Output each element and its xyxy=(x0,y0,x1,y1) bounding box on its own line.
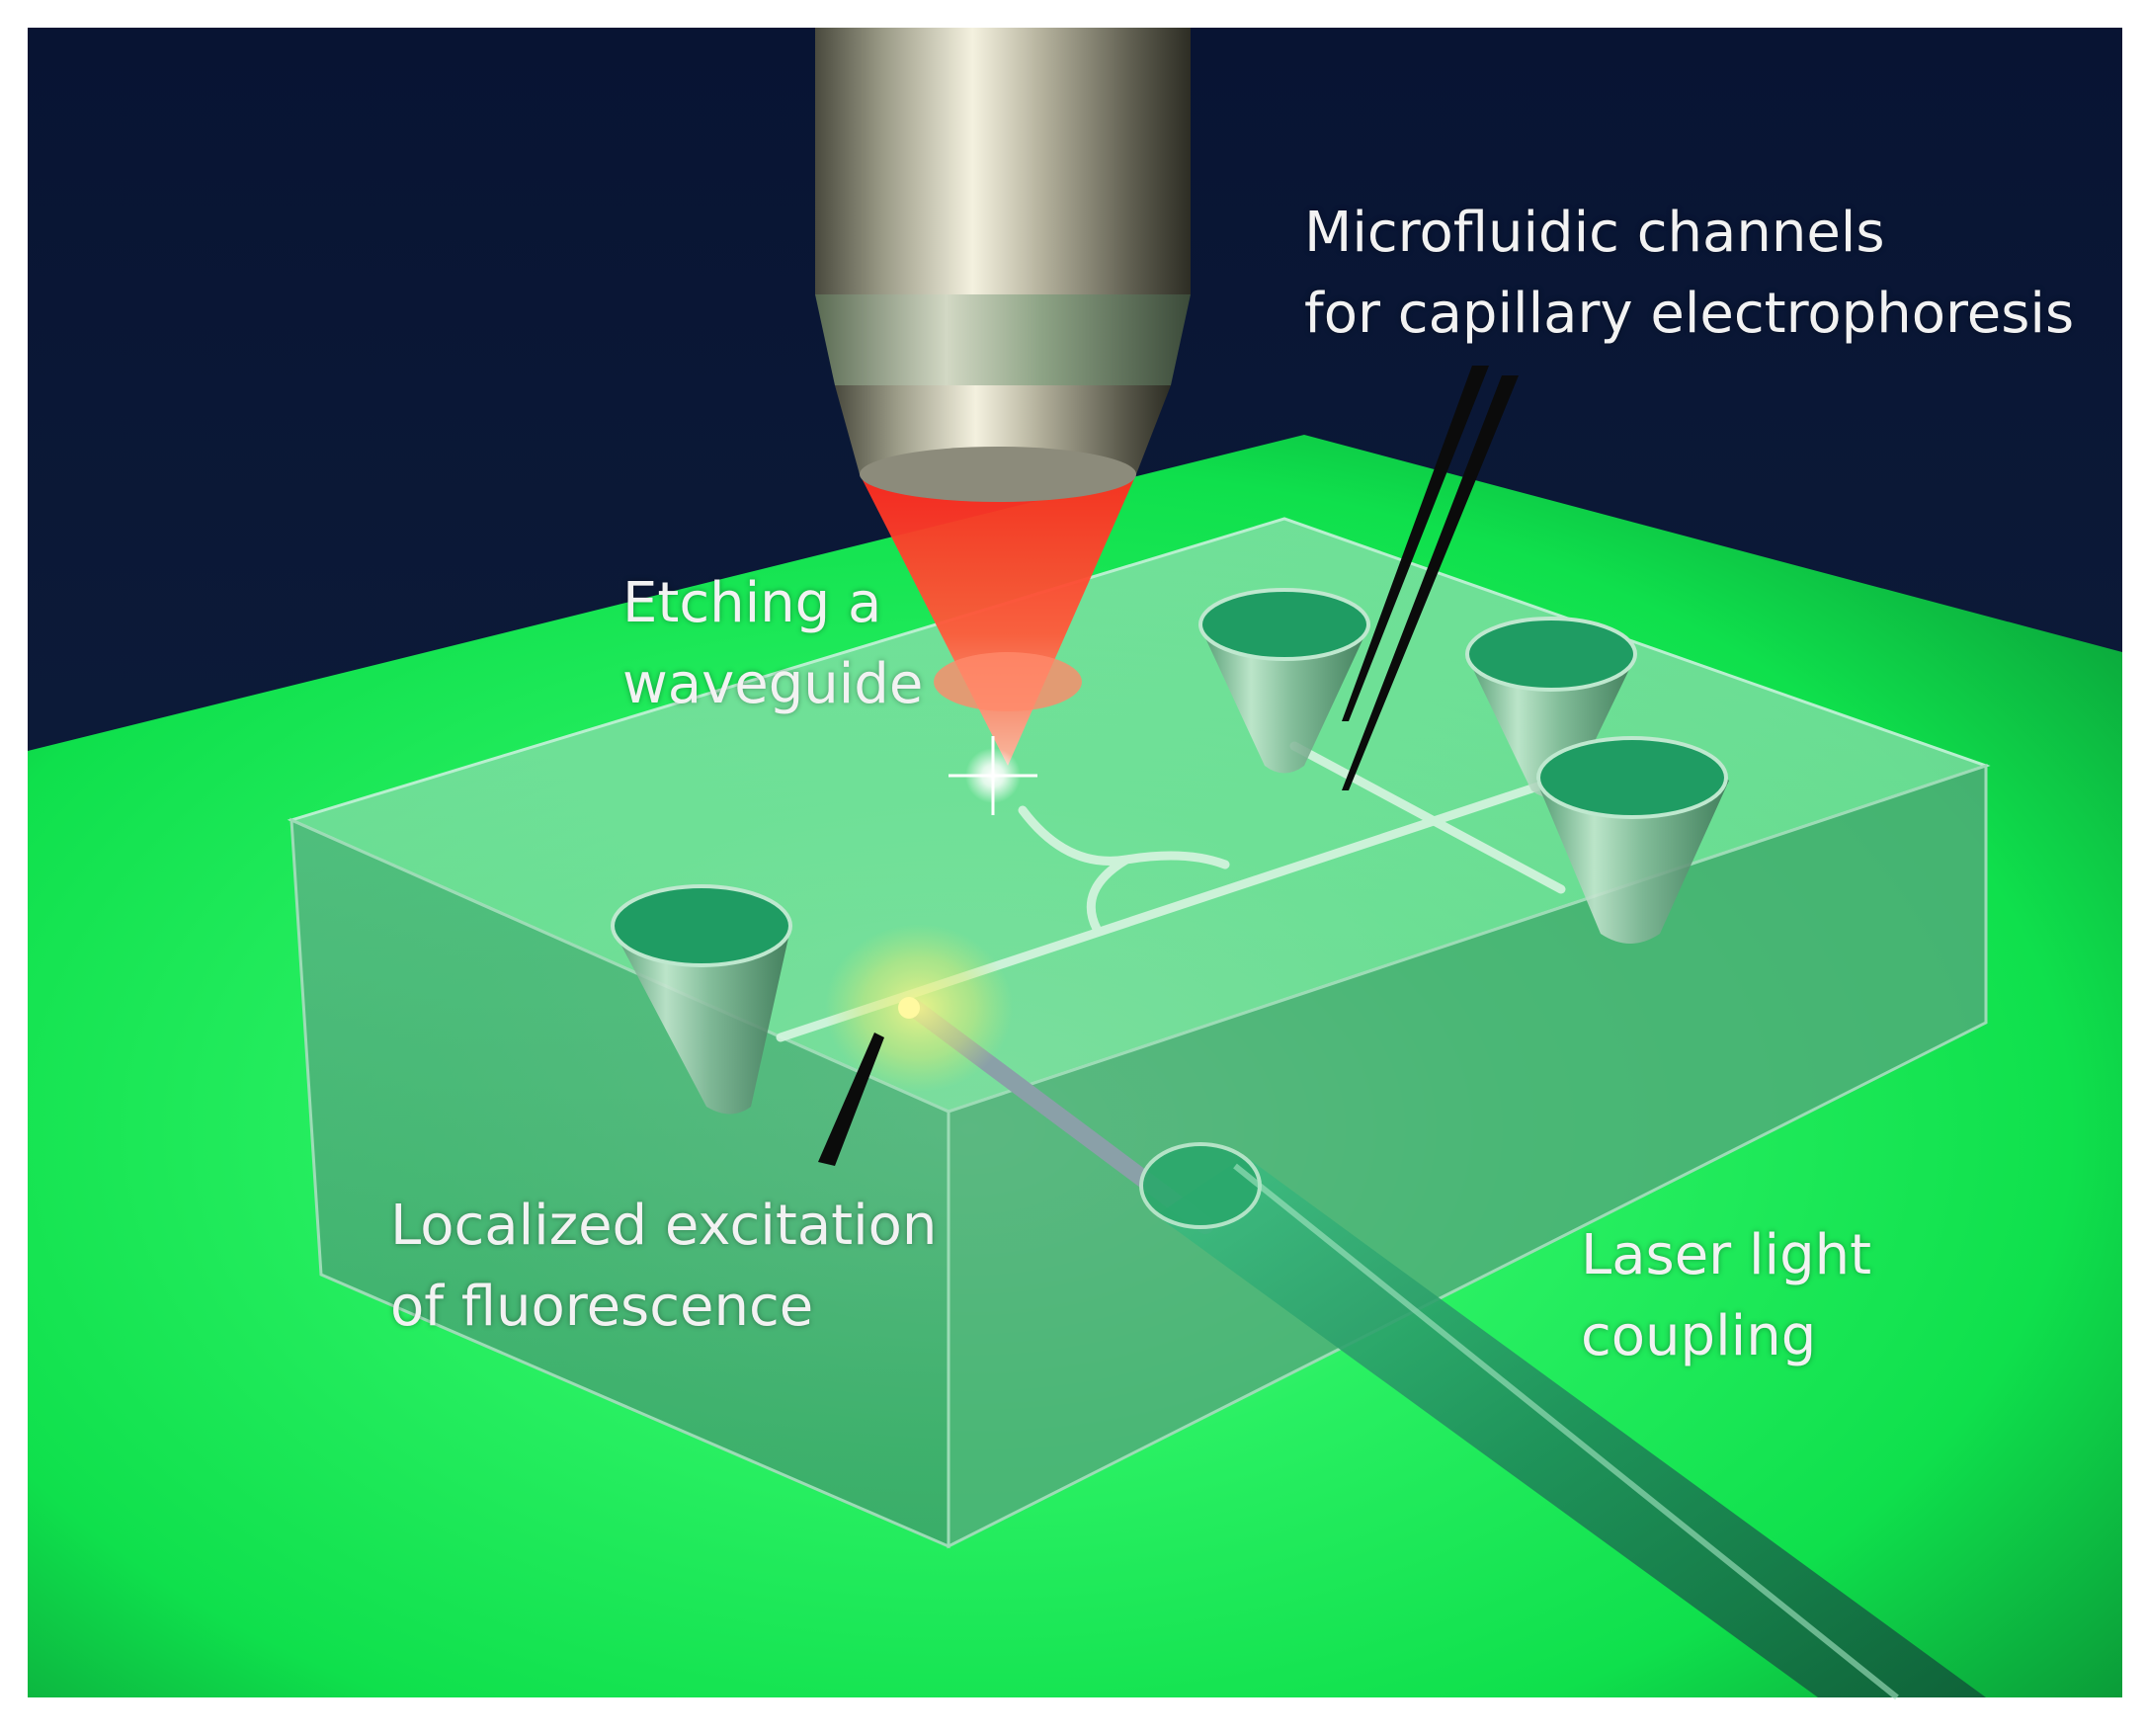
label-laser-light-coupling: Laser light coupling xyxy=(1581,1215,1871,1377)
label-etching-waveguide: Etching a waveguide xyxy=(622,563,923,725)
excitation-spot xyxy=(898,997,920,1019)
reservoir-icon xyxy=(1465,617,1637,798)
microscope-objective-icon xyxy=(815,28,1191,502)
label-line: coupling xyxy=(1581,1304,1817,1368)
label-line: Localized excitation xyxy=(390,1194,938,1258)
label-line: of fluorescence xyxy=(390,1275,814,1339)
label-localized-excitation: Localized excitation of fluorescence xyxy=(390,1186,937,1348)
reservoir-icon xyxy=(1198,588,1370,774)
label-line: for capillary electrophoresis xyxy=(1304,282,2075,346)
spark-rays xyxy=(949,736,1037,815)
laser-cone-icon xyxy=(860,474,1136,766)
label-line: Etching a xyxy=(622,571,882,635)
label-line: waveguide xyxy=(622,652,924,716)
label-microfluidic-channels: Microfluidic channels for capillary elec… xyxy=(1304,193,2074,355)
pointer-lines xyxy=(818,366,1519,1166)
label-line: Laser light xyxy=(1581,1223,1872,1287)
label-line: Microfluidic channels xyxy=(1304,201,1885,265)
reservoir-icon xyxy=(1536,736,1729,944)
laser-focus-spot xyxy=(934,652,1082,711)
optical-fiber-icon xyxy=(1139,1142,1986,1700)
reservoir-icon xyxy=(611,884,792,1115)
